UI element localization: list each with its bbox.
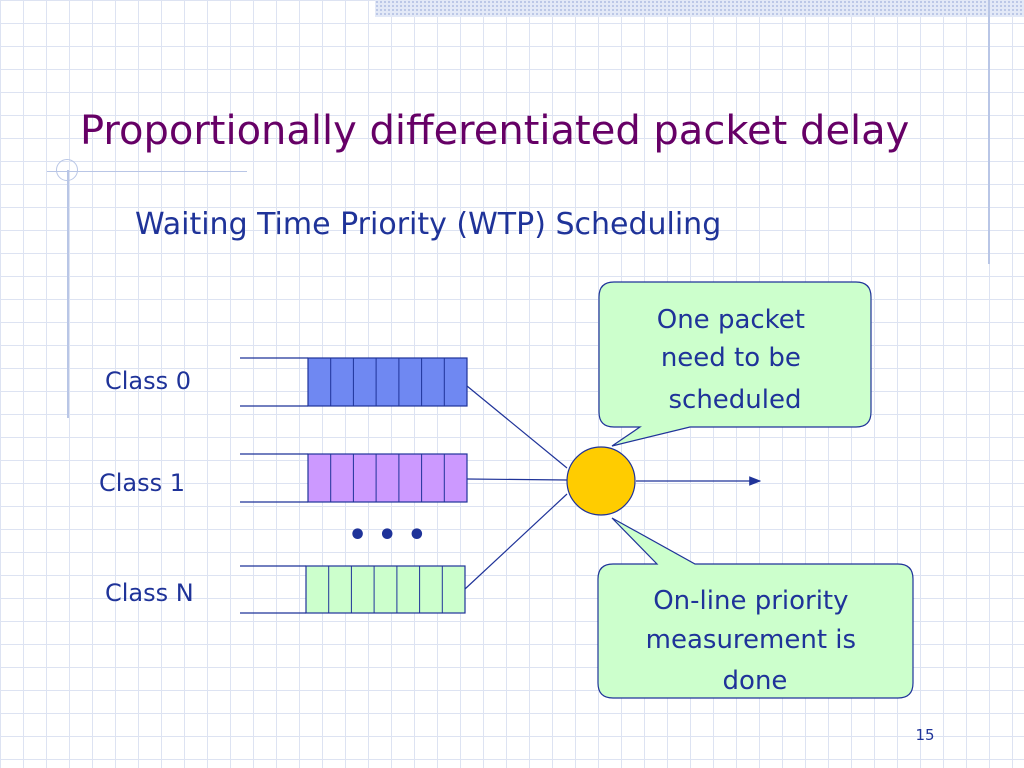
top-decor-band <box>375 0 1024 17</box>
packet-cells <box>307 453 468 503</box>
queue-class-0: Class 0 <box>105 357 468 407</box>
callout-text: One packet need to be scheduled <box>657 305 814 415</box>
slide-subtitle: Waiting Time Priority (WTP) Scheduling <box>135 207 722 242</box>
ellipsis-dots: • • • <box>348 518 426 553</box>
queue-label: Class 1 <box>99 469 185 497</box>
callout-bottom: On-line priority measurement is done <box>597 517 914 699</box>
packet-cells <box>305 565 466 614</box>
callout-line: need to be <box>661 343 801 373</box>
queue-class-1: Class 1 <box>99 453 468 503</box>
packet-buffer <box>307 357 468 407</box>
callout-bubble <box>598 281 872 447</box>
callout-line: One packet <box>657 305 805 335</box>
callout-text: On-line priority measurement is done <box>646 586 865 696</box>
callout-line: On-line priority <box>653 586 848 616</box>
left-decor-rule <box>67 170 69 418</box>
page-number: 15 <box>915 726 935 744</box>
callout-line: scheduled <box>668 385 801 415</box>
slide-title: Proportionally differentiated packet del… <box>80 108 910 154</box>
callout-line: measurement is <box>646 625 856 655</box>
packet-buffer <box>305 565 466 614</box>
packet-buffer <box>307 453 468 503</box>
connector-class-1 <box>466 478 568 481</box>
queue-class-n: Class N <box>105 565 466 614</box>
decor-ring <box>56 159 78 181</box>
title-underline-rule <box>47 171 247 172</box>
callout-bubble <box>597 517 914 699</box>
right-decor-rule <box>988 0 990 264</box>
packet-cells <box>307 357 468 407</box>
connector-class-0 <box>466 385 568 469</box>
callout-line: done <box>723 666 788 696</box>
scheduler-node <box>566 446 636 516</box>
queue-label: Class N <box>105 579 194 607</box>
connector-class-n <box>464 493 568 590</box>
queue-label: Class 0 <box>105 367 191 395</box>
callout-top: One packet need to be scheduled <box>598 281 872 447</box>
